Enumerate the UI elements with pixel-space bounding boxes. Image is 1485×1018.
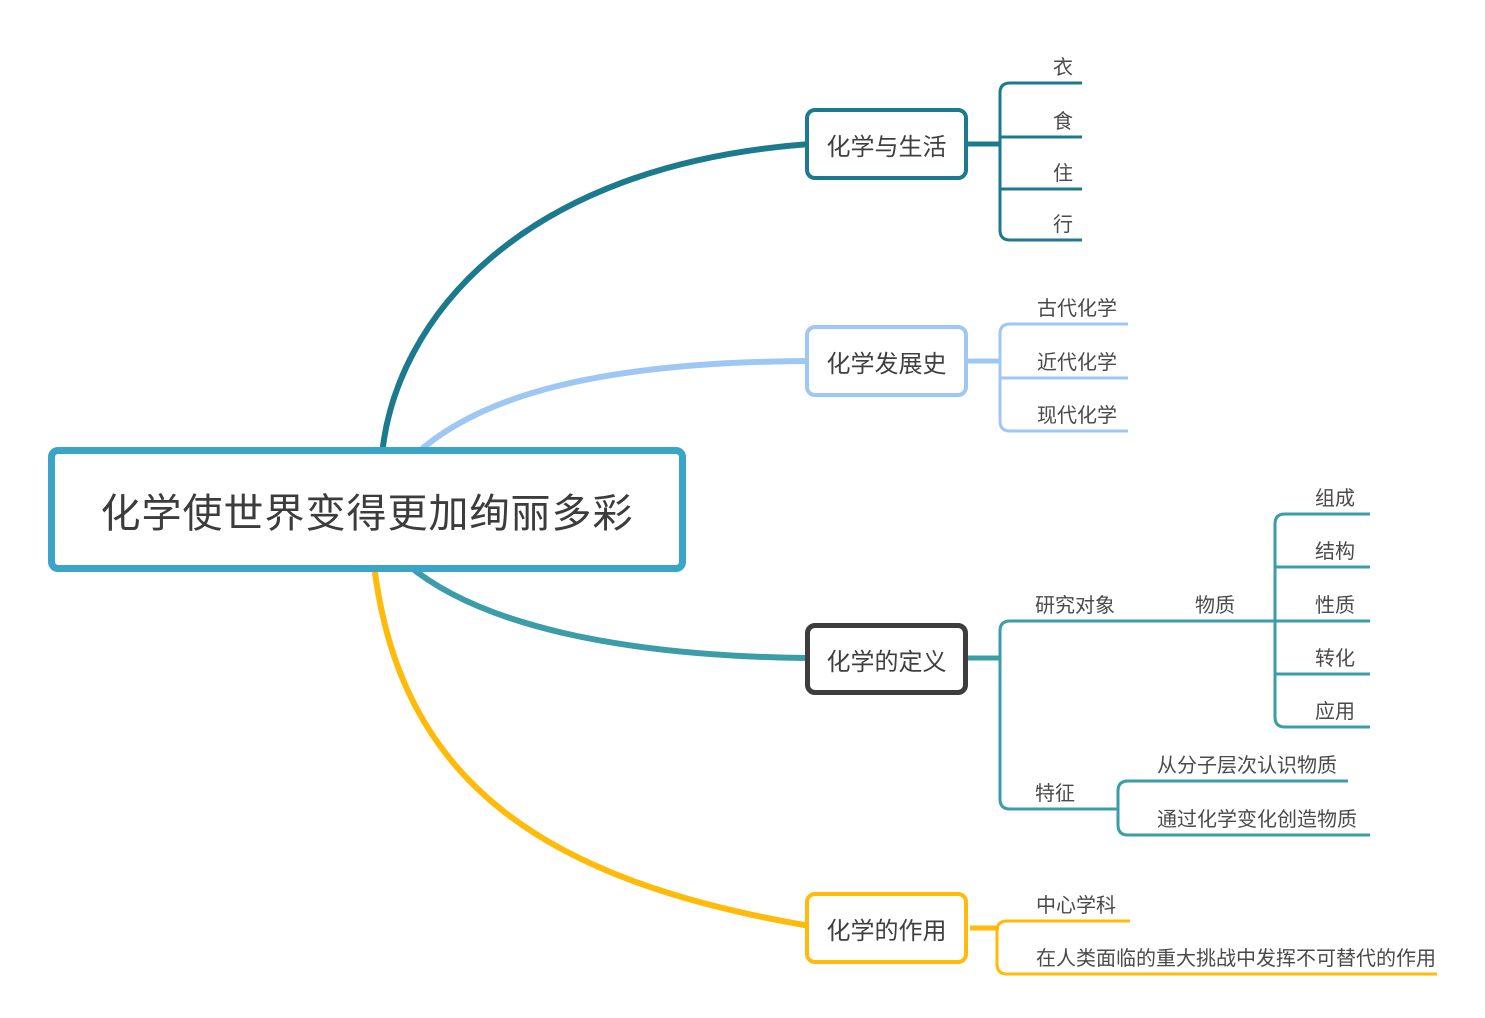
subtopic-matter[interactable]: 物质 <box>1195 595 1235 617</box>
subtopic-transformation[interactable]: 转化 <box>1315 648 1355 670</box>
subtopic-clothing[interactable]: 衣 <box>1053 57 1073 79</box>
branch-curve-life <box>379 141 813 458</box>
bracket-definition <box>998 619 1275 811</box>
bracket-history <box>998 322 1128 433</box>
subtopic-housing[interactable]: 住 <box>1053 163 1073 185</box>
branch-topic-life[interactable]: 化学与生活 <box>805 108 968 180</box>
subtopic-transport[interactable]: 行 <box>1053 214 1073 236</box>
bracket-feature <box>1116 779 1370 837</box>
branch-topic-definition[interactable]: 化学的定义 <box>805 623 968 695</box>
subtopic-composition[interactable]: 组成 <box>1315 488 1355 510</box>
branch-curve-history <box>412 358 813 458</box>
subtopic-contemporary-chemistry[interactable]: 现代化学 <box>1037 405 1117 427</box>
subtopic-research-object[interactable]: 研究对象 <box>1035 595 1115 617</box>
subtopic-irreplaceable-role[interactable]: 在人类面临的重大挑战中发挥不可替代的作用 <box>1036 948 1436 970</box>
subtopic-food[interactable]: 食 <box>1053 111 1073 133</box>
branch-topic-history[interactable]: 化学发展史 <box>805 325 968 397</box>
branch-curve-definition <box>405 562 811 661</box>
subtopic-molecular-level[interactable]: 从分子层次认识物质 <box>1157 755 1337 777</box>
branch-curve-role <box>371 562 813 929</box>
subtopic-modern-era-chemistry[interactable]: 近代化学 <box>1037 352 1117 374</box>
bracket-life <box>998 81 1082 242</box>
subtopic-create-matter[interactable]: 通过化学变化创造物质 <box>1157 809 1357 831</box>
branch-topic-role[interactable]: 化学的作用 <box>805 892 968 964</box>
subtopic-ancient-chemistry[interactable]: 古代化学 <box>1037 298 1117 320</box>
subtopic-feature[interactable]: 特征 <box>1035 783 1075 805</box>
subtopic-properties[interactable]: 性质 <box>1315 595 1355 617</box>
subtopic-central-discipline[interactable]: 中心学科 <box>1036 895 1116 917</box>
central-topic[interactable]: 化学使世界变得更加绚丽多彩 <box>48 447 686 572</box>
bracket-role <box>995 919 1437 976</box>
bracket-matter <box>1273 512 1370 729</box>
subtopic-application[interactable]: 应用 <box>1315 701 1355 723</box>
subtopic-structure[interactable]: 结构 <box>1315 541 1355 563</box>
